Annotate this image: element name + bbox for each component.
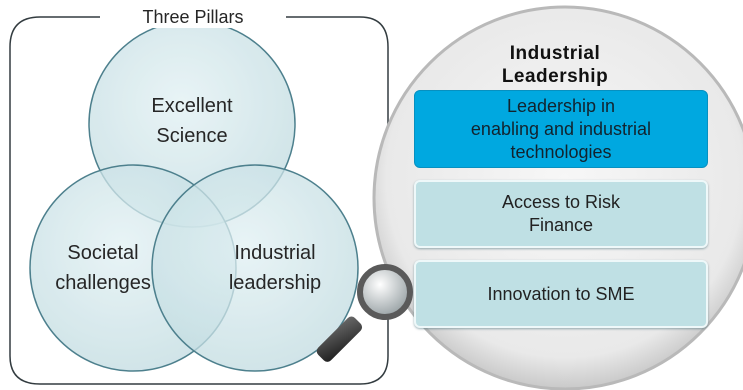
box-line: Finance	[528, 215, 594, 235]
frame-title: Three Pillars	[108, 6, 278, 28]
label-societal-challenges: Societal challenges	[38, 238, 168, 298]
label-excellent-science: Excellent Science	[127, 91, 257, 151]
label-line: challenges	[55, 272, 151, 294]
box-line: Access to Risk	[501, 192, 621, 212]
box-line: Leadership in	[506, 95, 616, 116]
box-leadership-enabling: Leadership in enabling and industrial te…	[414, 90, 708, 168]
label-line: leadership	[228, 272, 322, 294]
box-line: technologies	[510, 141, 612, 162]
magnifier-icon	[316, 264, 413, 362]
zoom-title-line: Industrial	[509, 43, 601, 64]
venn-circles	[29, 20, 359, 372]
circle-industrial-leadership	[151, 164, 359, 372]
box-innovation-sme: Innovation to SME	[414, 260, 708, 328]
label-line: Societal	[67, 242, 139, 264]
box-line: Innovation to SME	[487, 283, 635, 304]
label-line: Excellent	[151, 95, 233, 117]
label-industrial-leadership: Industrial leadership	[210, 238, 340, 298]
label-line: Industrial	[234, 242, 316, 264]
zoom-title: Industrial Leadership	[470, 42, 640, 88]
zoom-title-line: Leadership	[501, 66, 609, 87]
label-line: Science	[156, 125, 228, 147]
box-line: enabling and industrial	[470, 118, 652, 139]
box-access-risk-finance: Access to Risk Finance	[414, 180, 708, 248]
pillars-frame	[9, 16, 389, 385]
